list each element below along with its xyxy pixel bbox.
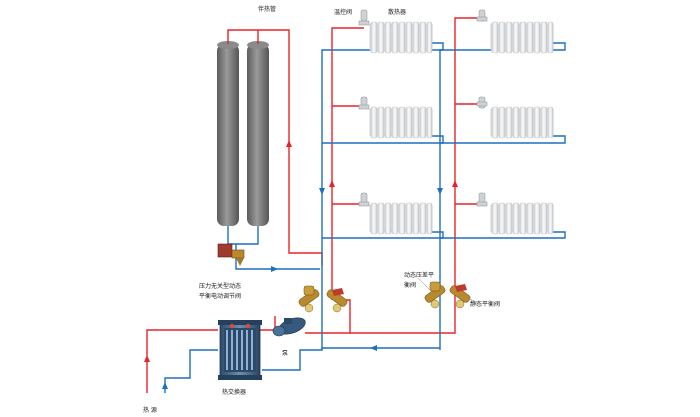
thermostatic-valve-icon: [476, 192, 488, 207]
radiator-unit: [490, 106, 554, 139]
label-pressure-valve-line1: 压力无关型动态: [199, 283, 242, 290]
arrow-up-red: [144, 355, 150, 362]
riser-1-valves: [298, 285, 348, 313]
thermostatic-valve-icon: [358, 192, 370, 207]
arrow-down-blue: [437, 188, 443, 195]
tracing-supply-line: [227, 29, 323, 266]
diff-pressure-valve-icon: [298, 285, 320, 313]
label-diff-pressure-valve-line2: 衡阀: [404, 282, 417, 289]
source-supply-line: [146, 329, 218, 393]
radiators: [369, 21, 554, 235]
label-diff-pressure-valve-line1: 动态压差平: [404, 272, 435, 279]
riser-1-supply: [331, 27, 364, 300]
label-heat-tracing-pipe: 伴热管: [257, 6, 277, 13]
thermostatic-valve-icon: [476, 9, 488, 22]
arrow-up-red: [452, 180, 458, 187]
branch-2-supply: [350, 300, 456, 334]
static-balance-valve-icon: [449, 284, 471, 309]
tracing-tube-left: [217, 41, 239, 226]
heat-exchanger-icon: [218, 320, 262, 380]
arrow-up-red: [286, 140, 292, 147]
pressure-independent-valve-icon: [217, 243, 245, 266]
label-radiator: 散热器: [387, 9, 407, 16]
riser-2-supply: [454, 17, 485, 300]
return-pipes: [164, 42, 566, 393]
radiator-unit: [490, 202, 554, 235]
riser-2-return: [439, 42, 566, 350]
arrow-up-red: [329, 180, 335, 187]
source-return-line: [164, 349, 218, 393]
radiator-unit: [369, 202, 433, 235]
flow-arrows: [144, 140, 458, 389]
diff-pressure-valve-icon: [424, 281, 446, 309]
pump-icon: [272, 317, 306, 337]
tracing-return-line: [227, 226, 320, 270]
thermostatic-valve-icon: [358, 9, 370, 26]
label-static-balance-valve: 静态平衡阀: [470, 301, 501, 308]
static-balance-valve-icon: [326, 288, 348, 313]
radiator-unit: [369, 21, 433, 54]
label-heat-exchanger: 热交换器: [222, 389, 247, 396]
label-temp-control-valve: 温控阀: [333, 9, 353, 16]
arrow-up-blue: [162, 382, 168, 389]
arrow-left-blue: [370, 345, 377, 351]
leader-lines: [417, 277, 479, 304]
tracing-tube-right: [247, 41, 269, 226]
arrow-right-blue: [271, 266, 278, 272]
label-pressure-valve-line2: 平衡电动调节阀: [199, 293, 242, 300]
label-pump: 泵: [282, 350, 289, 357]
supply-pipes: [146, 17, 485, 393]
radiator-unit: [490, 21, 554, 54]
main-return-line: [262, 347, 440, 371]
thermostatic-valve-icon: [358, 96, 370, 110]
heat-tracing-tubes: [217, 41, 269, 226]
arrow-down-blue: [319, 188, 325, 195]
riser-2-valves: [424, 281, 471, 309]
thermostatic-valve-icon: [476, 96, 488, 109]
label-heat-source: 热 源: [143, 407, 157, 414]
thermostatic-valves: [358, 9, 488, 207]
radiator-unit: [369, 106, 433, 139]
